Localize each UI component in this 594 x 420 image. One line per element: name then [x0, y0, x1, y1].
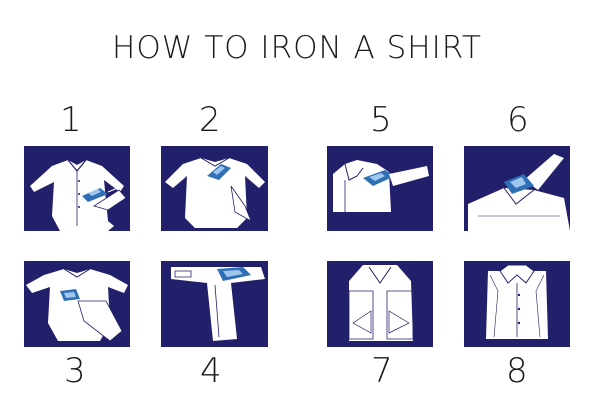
- shoulder-yoke-icon: [468, 154, 570, 231]
- shirt-sleeve-on-board-icon: [30, 159, 127, 231]
- shirt-folding-icon: [348, 265, 414, 341]
- step-number-2: 2: [199, 100, 221, 140]
- step-number-7: 7: [371, 351, 393, 391]
- step-5-panel: [327, 146, 433, 231]
- step-4-panel: [161, 261, 268, 347]
- step-1-panel: [24, 146, 130, 231]
- sleeve-ironing-icon: [171, 267, 265, 341]
- step-number-4: 4: [200, 351, 222, 391]
- step-7-panel: [327, 261, 433, 347]
- step-2-panel: [161, 146, 268, 231]
- step-6-panel: [464, 146, 570, 231]
- step-number-8: 8: [506, 351, 528, 391]
- step-8-panel: [464, 261, 570, 347]
- step-number-1: 1: [60, 100, 82, 140]
- step-number-5: 5: [370, 100, 392, 140]
- folded-shirt-icon: [486, 264, 548, 339]
- step-number-3: 3: [64, 351, 86, 391]
- step-number-6: 6: [507, 100, 529, 140]
- step-3-panel: [24, 261, 130, 347]
- shirt-front-panel-icon: [26, 268, 128, 342]
- page-title: HOW TO IRON A SHIRT: [112, 30, 482, 66]
- collar-ironing-icon: [333, 160, 429, 212]
- shirt-back-on-board-icon: [165, 157, 265, 228]
